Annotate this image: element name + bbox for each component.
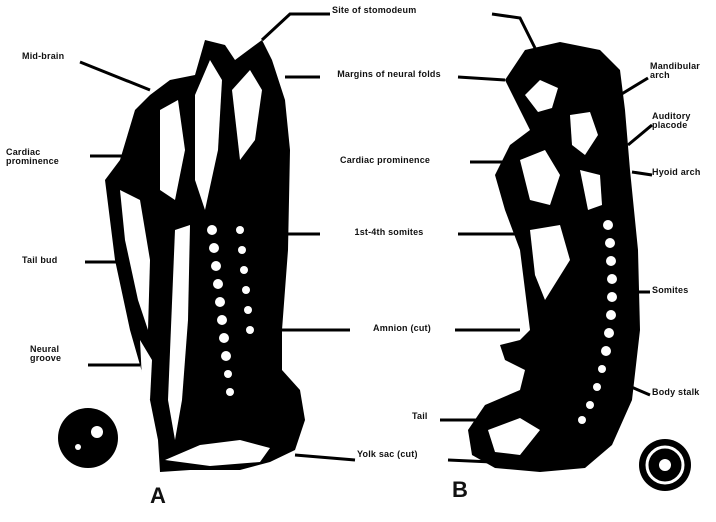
label-body-stalk: Body stalk [652,388,712,397]
label-a-cardiac-prominence: Cardiac prominence [6,148,88,167]
label-margins-neural-folds: Margins of neural folds [322,70,456,79]
label-site-of-stomodeum: Site of stomodeum [332,6,416,15]
panel-letter-a: A [150,484,166,507]
embryo-b [468,42,640,472]
label-amnion-cut: Amnion (cut) [352,324,452,333]
label-auditory-placode: Auditory placode [652,112,712,131]
label-mid-brain: Mid-brain [22,52,82,61]
label-somites: Somites [652,286,712,295]
panel-letter-b: B [452,478,468,501]
embryo-a [105,40,305,472]
section-circle-right [639,439,691,491]
label-yolk-sac-cut: Yolk sac (cut) [357,450,447,459]
label-center-cardiac-prominence: Cardiac prominence [340,156,468,165]
section-circle-left [58,408,118,468]
label-tail: Tail [412,412,440,421]
label-hyoid-arch: Hyoid arch [652,168,714,177]
label-mandibular-arch: Mandibular arch [650,62,712,81]
label-neural-groove: Neural groove [30,345,85,364]
label-tail-bud: Tail bud [22,256,82,265]
label-somites-1-4: 1st-4th somites [322,228,456,237]
